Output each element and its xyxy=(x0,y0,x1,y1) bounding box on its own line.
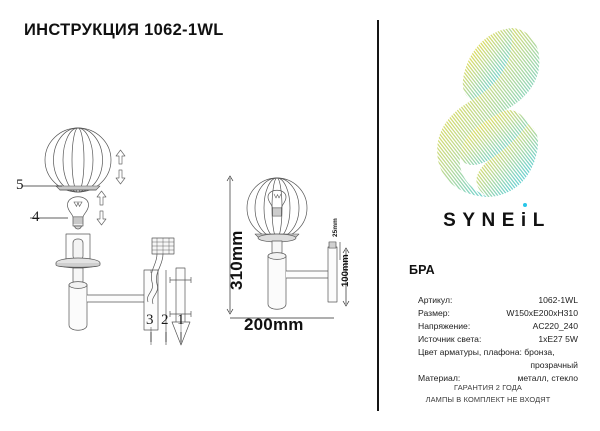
spec-label: Материал: xyxy=(418,373,461,384)
callout-4: 4 xyxy=(32,209,40,225)
footer-notes: ГАРАНТИЯ 2 ГОДА ЛАМПЫ В КОМПЛЕКТ НЕ ВХОД… xyxy=(398,382,578,406)
callout-2: 2 xyxy=(161,312,169,328)
page-title: ИНСТРУКЦИЯ 1062-1WL xyxy=(24,21,224,39)
spec-value: 1062-1WL xyxy=(538,295,578,305)
callout-3: 3 xyxy=(146,312,154,328)
callout-5: 5 xyxy=(16,177,24,193)
callout-1: 1 xyxy=(177,312,185,328)
dimension-depth-label: 100mm xyxy=(340,254,351,287)
spec-label: Артикул: xyxy=(418,295,453,305)
spec-value: AC220_240 xyxy=(532,321,578,332)
product-spec-table: Артикул: 1062-1WL Размер: W150xE200xH310… xyxy=(418,294,578,385)
spec-value: W150xE200xH310 xyxy=(506,308,578,319)
lamps-not-included-text: ЛАМПЫ В КОМПЛЕКТ НЕ ВХОДЯТ xyxy=(425,394,551,404)
dimension-width-label: 200mm xyxy=(244,315,304,334)
dimensioned-side-view-diagram xyxy=(222,172,352,332)
wordmark-part2: L xyxy=(532,210,551,231)
spec-label: Размер: xyxy=(418,308,450,319)
spec-row-material: Материал: металл, стекло xyxy=(418,372,578,385)
dimension-backplate-label: 25mm xyxy=(332,218,339,237)
spec-row-voltage: Напряжение: AC220_240 xyxy=(418,320,578,333)
brand-wordmark: SYNEiL xyxy=(422,203,572,232)
spec-label: Напряжение: xyxy=(418,321,471,332)
warranty-text: ГАРАНТИЯ 2 ГОДА xyxy=(454,383,522,392)
logo-s-mark xyxy=(437,28,540,197)
dimension-height-label: 310mm xyxy=(227,230,246,290)
spec-color-continuation: прозрачный xyxy=(530,360,578,371)
wordmark-dotted-letter: i xyxy=(520,203,533,231)
spec-value: 1xE27 5W xyxy=(538,334,578,345)
panel-divider xyxy=(377,20,379,411)
spec-label: Источник света: xyxy=(418,334,482,345)
wordmark-part1: SYNE xyxy=(443,210,521,231)
brand-logo xyxy=(432,26,552,201)
spec-row-article: Артикул: 1062-1WL xyxy=(418,294,578,307)
spec-row-color: Цвет арматуры, плафона: бронза, xyxy=(418,346,578,359)
spec-label: Цвет арматуры, плафона: бронза, xyxy=(418,347,555,358)
spec-row-size: Размер: W150xE200xH310 xyxy=(418,307,578,320)
exploded-assembly-diagram xyxy=(0,110,200,346)
spec-row-light-source: Источник света: 1xE27 5W xyxy=(418,333,578,346)
spec-value: металл, стекло xyxy=(517,373,579,384)
product-type-heading: БРА xyxy=(409,263,435,277)
